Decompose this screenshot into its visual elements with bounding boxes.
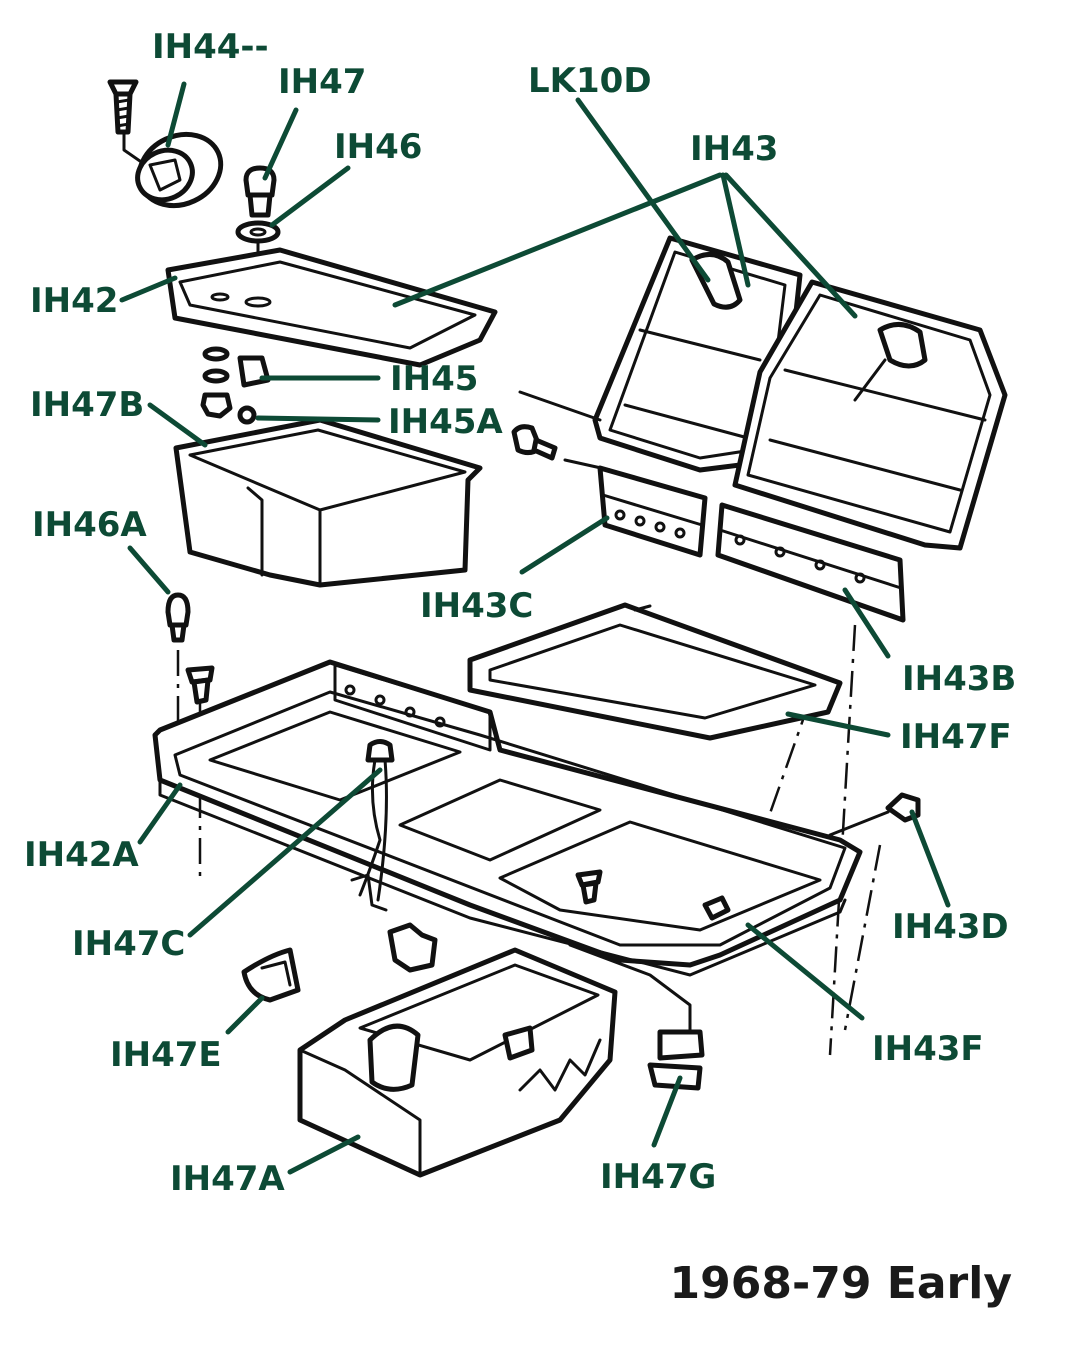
hardware-stack-part xyxy=(200,346,271,425)
label-ih43f: IH43F xyxy=(872,1029,984,1069)
assembly-axis-line xyxy=(843,844,882,1031)
label-ih47b: IH47B xyxy=(30,385,144,425)
catch-ih47g-part xyxy=(568,943,705,1091)
clip-ih47e-part xyxy=(241,947,301,1003)
leader-lk10d xyxy=(575,97,711,283)
switch-ih47c-part xyxy=(350,739,395,912)
label-ih47f: IH47F xyxy=(900,717,1012,757)
leader-ih47a xyxy=(287,1134,361,1175)
label-ih46: IH46 xyxy=(334,127,422,167)
frame-ih42a-part xyxy=(152,659,863,977)
leader-ih43-c xyxy=(723,172,858,319)
label-ih47e: IH47E xyxy=(110,1035,222,1075)
assembly-axis-line xyxy=(828,624,857,1056)
label-ih44: IH44-- xyxy=(152,27,269,67)
leader-ih47g xyxy=(651,1075,683,1148)
cup-ih44-part xyxy=(135,131,224,209)
leader-ih43b xyxy=(842,587,891,659)
diagram-caption: 1968-79 Early xyxy=(670,1258,1012,1309)
leader-ih43-a xyxy=(392,172,723,308)
leader-ih44 xyxy=(165,81,187,148)
leader-ih47f xyxy=(785,711,891,738)
label-lk10d: LK10D xyxy=(528,61,652,101)
parts-line-art xyxy=(107,79,1008,1178)
bulb-ih46a-part xyxy=(165,592,191,643)
bolt-ih43-part xyxy=(511,424,558,461)
label-ih46a: IH46A xyxy=(32,505,147,545)
screw-frame-part xyxy=(575,869,603,905)
leader-ih47c xyxy=(187,767,383,938)
label-ih43b: IH43B xyxy=(902,659,1016,699)
leader-ih43f xyxy=(745,922,865,1021)
hinge-ih43b-part xyxy=(715,502,906,623)
label-ih42a: IH42A xyxy=(24,835,139,875)
label-ih45: IH45 xyxy=(390,359,478,399)
lid-ih42-part xyxy=(165,247,498,368)
tray-ih47b-part xyxy=(173,417,483,588)
label-ih47c: IH47C xyxy=(72,924,185,964)
label-ih47: IH47 xyxy=(278,62,366,102)
leader-ih43c xyxy=(519,515,610,575)
label-ih47g: IH47G xyxy=(600,1157,716,1197)
leader-ih45a xyxy=(255,415,381,423)
knob-ih47-part xyxy=(243,165,277,218)
leader-ih43-b xyxy=(720,172,751,288)
lids-ih43-part xyxy=(518,235,1008,551)
leader-ih47e xyxy=(225,995,265,1035)
leader-ih43d xyxy=(909,809,951,908)
screw-small-part xyxy=(185,665,215,705)
leader-ih46a xyxy=(127,545,171,595)
part-labels: IH44-- IH47 IH46 LK10D IH43 IH42 IH45 IH… xyxy=(24,27,1016,1199)
drawer-ih47a-part xyxy=(297,947,618,1178)
label-ih45a: IH45A xyxy=(388,402,503,442)
leader-ih47 xyxy=(262,107,299,181)
label-ih43d: IH43D xyxy=(892,907,1009,947)
label-ih47a: IH47A xyxy=(170,1159,285,1199)
label-ih43c: IH43C xyxy=(420,586,533,626)
label-ih42: IH42 xyxy=(30,281,118,321)
gasket-ih47f-part xyxy=(467,602,843,741)
leader-ih42a xyxy=(137,782,183,845)
leader-ih46 xyxy=(269,165,351,228)
hinge-ih43c-part xyxy=(597,465,708,558)
leader-ih47b xyxy=(147,402,208,448)
leader-lines xyxy=(119,81,951,1175)
clip-part xyxy=(387,922,438,973)
leader-ih42 xyxy=(119,275,178,303)
label-ih43: IH43 xyxy=(690,129,778,169)
